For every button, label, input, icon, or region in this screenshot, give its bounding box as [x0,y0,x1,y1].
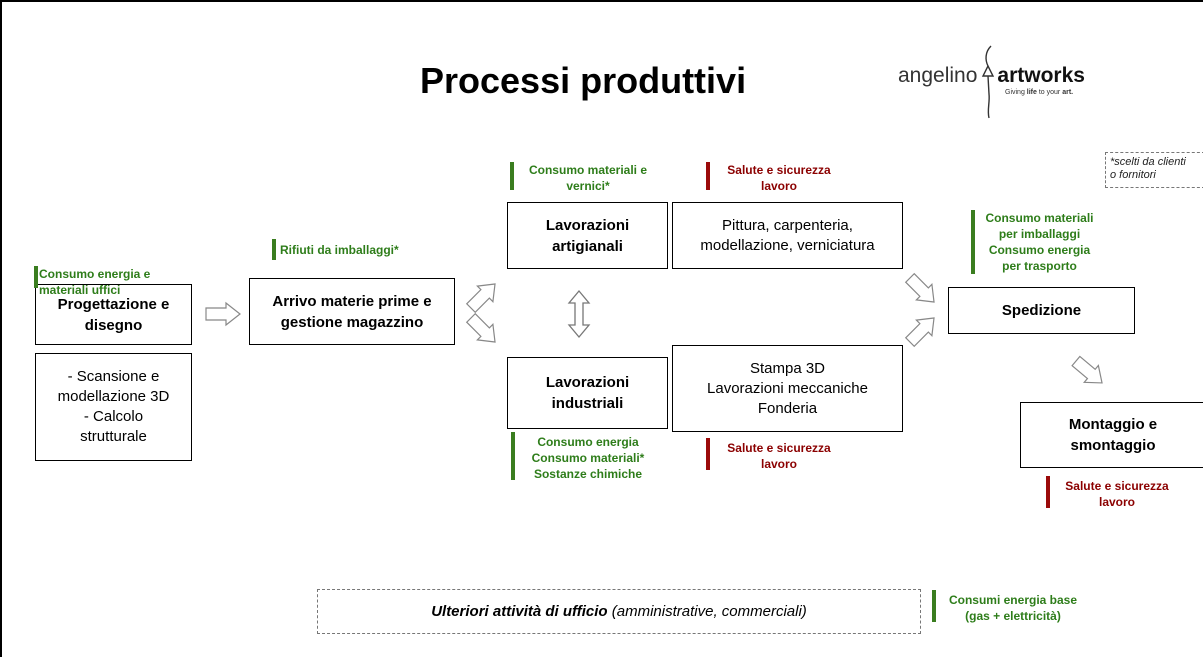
office-activities-detail: (amministrative, commerciali) [607,603,807,620]
annotation-bar [706,162,710,190]
annotation-salute-3: Salute e sicurezza lavoro [1065,479,1169,509]
annotation-bar [272,239,276,260]
office-activities-label: Ulteriori attività di ufficio (amministr… [431,603,807,620]
annotation-salute-2: Salute e sicurezza lavoro [727,441,831,471]
box-pittura: Pittura, carpenteria, modellazione, vern… [672,202,903,269]
company-logo: angelino artworks Giving life to your art… [895,42,1095,122]
annotation-salute-1: Salute e sicurezza lavoro [727,163,831,193]
logo-tagline-art: art. [1062,89,1074,96]
box-montaggio: Montaggio e smontaggio [1020,402,1203,468]
logo-figure-icon [981,45,995,119]
annotation-consumo-vernici: Consumo materiali e vernici* [528,163,648,193]
box-progettazione: Progettazione e disegno [35,284,192,345]
annotation-bar [510,162,514,190]
logo-name-light: angelino [898,64,978,87]
logo-name-bold: artworks [997,64,1085,87]
box-scansione: - Scansione e modellazione 3D - Calcolo … [35,353,192,461]
annotation-rifiuti: Rifiuti da imballaggi* [280,243,399,257]
annotation-bar [1046,476,1050,508]
footnote-box: *scelti da clienti o fornitori [1105,152,1203,188]
box-arrivo: Arrivo materie prime e gestione magazzin… [249,278,455,345]
office-activities-box: Ulteriori attività di ufficio (amministr… [317,589,921,634]
double-arrow-vertical-icon [567,289,591,339]
annotation-energia-chimiche: Consumo energia Consumo materiali* Sosta… [531,435,645,481]
logo-tagline: Giving life to your art. [1005,89,1073,96]
box-spedizione: Spedizione [948,287,1135,334]
arrow-down-right-icon [465,312,496,343]
logo-tagline-post: to your [1036,89,1063,96]
logo-tagline-bold: life [1026,89,1037,96]
office-activities-bold: Ulteriori attività di ufficio [431,603,608,620]
annotation-bar [34,266,38,288]
arrow-down-right-icon [904,272,935,303]
annotation-energia-base: Consumi energia base (gas + elettricità) [948,593,1078,623]
annotation-energia-uffici: Consumo energia e materiali uffici [39,267,151,297]
box-stampa: Stampa 3D Lavorazioni meccaniche Fonderi… [672,345,903,432]
annotation-bar [971,210,975,274]
logo-tagline-pre: Giving [1005,89,1027,96]
annotation-bar [706,438,710,470]
arrow-up-right-icon [904,317,935,348]
annotation-bar [511,432,515,480]
annotation-bar [932,590,936,622]
logo-name: angelino artworks [898,64,1085,88]
arrow-down-right-icon [1071,355,1103,384]
page-title: Processi produttivi [420,60,747,101]
arrow-up-right-icon [465,283,496,314]
arrow-right-icon [205,301,241,327]
box-lavorazioni-artigianali: Lavorazioni artigianali [507,202,668,269]
annotation-imballaggi: Consumo materiali per imballaggi Consumo… [985,211,1094,273]
box-lavorazioni-industriali: Lavorazioni industriali [507,357,668,429]
